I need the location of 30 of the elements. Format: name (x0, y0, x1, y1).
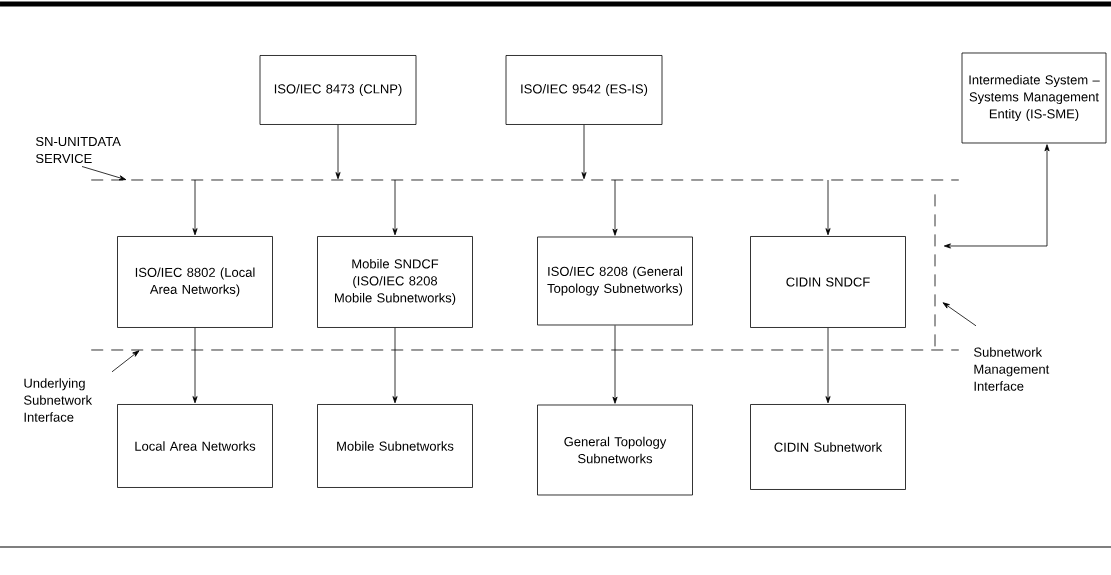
annotation-text: Subnetwork Management Interface (974, 347, 1050, 391)
arrow (192, 179, 198, 236)
arrow (392, 179, 398, 236)
arrow (825, 327, 831, 404)
dashed-line (90, 349, 960, 351)
leader-line (942, 302, 977, 327)
annotation-text: SN-UNITDATA SERVICE (36, 136, 121, 164)
arrow (612, 179, 618, 236)
process-box: Mobile SNDCF (ISO/IEC 8208 Mobile Subnetworks) (317, 236, 473, 328)
arrow (943, 144, 1050, 249)
arrow (392, 327, 398, 404)
arrow (335, 124, 341, 180)
leader-line (111, 350, 140, 373)
arrow (192, 327, 198, 404)
process-box: Local Area Networks (117, 404, 273, 488)
process-box: General Topology Subnetworks (537, 404, 693, 496)
process-box: ISO/IEC 8802 (Local Area Networks) (117, 236, 273, 328)
arrow (825, 179, 831, 236)
process-box: CIDIN Subnetwork (750, 404, 906, 490)
arrow (612, 325, 618, 404)
dashed-line (90, 179, 960, 181)
arrow (581, 124, 587, 180)
process-box: ISO/IEC 8473 (CLNP) (259, 55, 417, 125)
process-box: Intermediate System – Systems Management Entity (IS-SME) (961, 52, 1107, 144)
leader-line (81, 166, 127, 181)
process-box: Mobile Subnetworks (317, 404, 473, 488)
annotation-text: Underlying Subnetwork Interface (24, 378, 93, 422)
process-box: ISO/IEC 9542 (ES-IS) (505, 55, 663, 125)
process-box: CIDIN SNDCF (750, 236, 906, 328)
process-box: ISO/IEC 8208 (General Topology Subnetworks) (537, 236, 693, 326)
